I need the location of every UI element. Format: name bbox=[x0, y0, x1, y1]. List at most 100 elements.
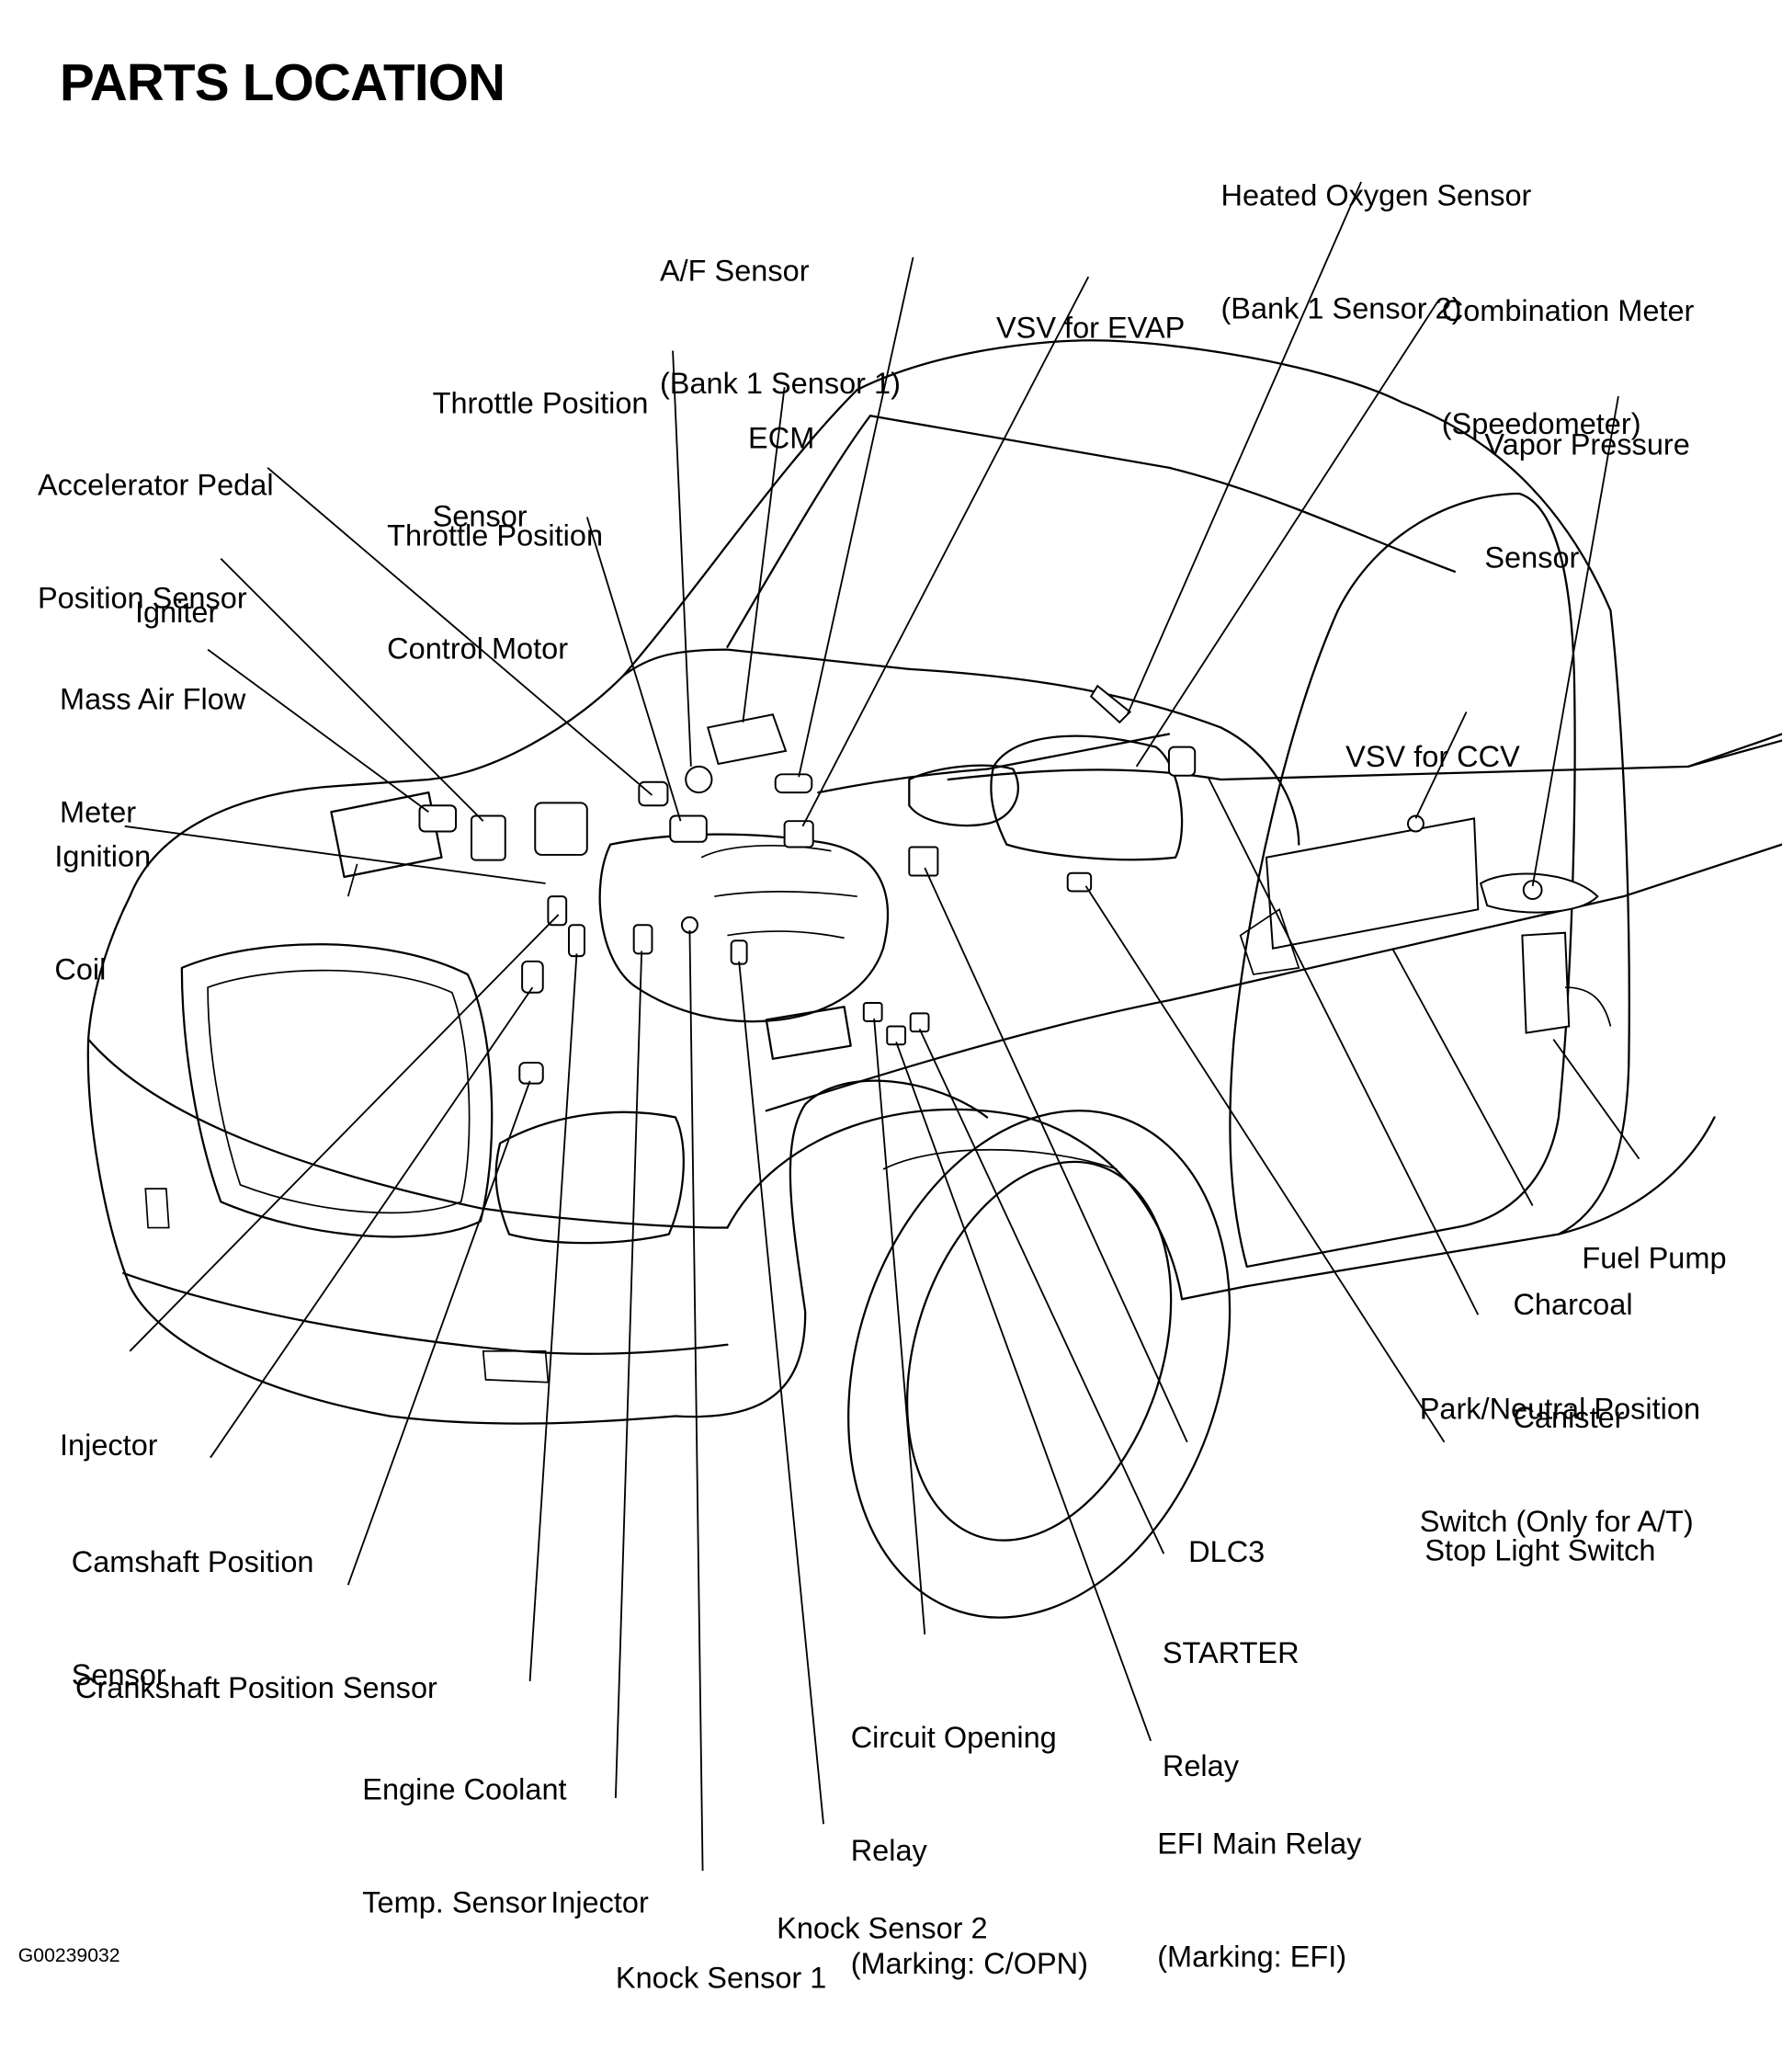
label-accelerator-pedal-position-sensor[interactable]: Accelerator Pedal Position Sensor bbox=[38, 391, 274, 692]
label-circuit-opening-relay[interactable]: Circuit Opening Relay (Marking: C/OPN) bbox=[851, 1644, 1088, 2058]
circuit-opening-relay-glyph bbox=[862, 1002, 883, 1022]
truck-body-outline bbox=[86, 339, 1782, 1619]
intake-manifold bbox=[700, 844, 857, 939]
fuel-pump-hose bbox=[1564, 986, 1612, 1027]
fog-lamp-right bbox=[482, 1349, 550, 1383]
label-line: Throttle Position bbox=[387, 518, 604, 552]
label-line: Knock Sensor 2 bbox=[777, 1910, 988, 1945]
injector-glyph-1 bbox=[547, 895, 568, 927]
leader-circuit-opening-relay bbox=[873, 1018, 926, 1634]
grille-outer bbox=[180, 943, 494, 1238]
label-ecm[interactable]: ECM bbox=[748, 345, 814, 533]
transmission bbox=[908, 764, 1019, 827]
leader-starter-relay bbox=[918, 1028, 1165, 1554]
leader-injector-bottom bbox=[614, 951, 643, 1798]
label-line: Throttle Position bbox=[432, 385, 649, 420]
label-line: (Marking: EFI) bbox=[1157, 1940, 1347, 1974]
label-mass-air-flow-meter[interactable]: Mass Air Flow Meter bbox=[60, 606, 245, 907]
cab-roof bbox=[622, 339, 1612, 677]
engine-block bbox=[598, 833, 890, 1023]
label-line: Canister bbox=[1513, 1400, 1625, 1435]
label-line: Meter bbox=[60, 794, 137, 829]
label-line: A/F Sensor bbox=[659, 253, 810, 288]
label-line: Mass Air Flow bbox=[60, 681, 246, 716]
label-injector-left[interactable]: Injector bbox=[60, 1351, 158, 1540]
leader-engine-coolant-temp-sensor bbox=[528, 953, 578, 1681]
label-engine-coolant-temp-sensor[interactable]: Engine Coolant Temp. Sensor bbox=[362, 1695, 566, 1997]
exhaust-pipe bbox=[817, 733, 1171, 794]
label-line: Position Sensor bbox=[37, 580, 247, 615]
front-fascia bbox=[86, 895, 677, 1425]
hood-outline bbox=[129, 648, 911, 898]
front-fender bbox=[674, 1079, 989, 1418]
leader-stop-light-switch bbox=[1084, 885, 1446, 1443]
leader-accelerator-pedal-position-sensor bbox=[267, 467, 653, 796]
label-injector-bottom[interactable]: Injector bbox=[550, 1808, 649, 1997]
label-starter-relay[interactable]: STARTER Relay bbox=[1163, 1559, 1300, 1861]
label-stop-light-switch[interactable]: Stop Light Switch bbox=[1424, 1456, 1655, 1645]
injector-glyph-2 bbox=[632, 924, 653, 955]
diagram-title: PARTS LOCATION bbox=[60, 54, 505, 112]
label-ignition-coil[interactable]: Ignition Coil bbox=[54, 763, 151, 1064]
af-sensor-glyph bbox=[774, 773, 813, 794]
label-dlc3[interactable]: DLC3 bbox=[1188, 1458, 1265, 1646]
label-vsv-for-evap[interactable]: VSV for EVAP bbox=[996, 233, 1185, 422]
ignition-coil-pack-glyph bbox=[534, 802, 588, 856]
label-af-sensor[interactable]: A/F Sensor (Bank 1 Sensor 1) bbox=[660, 176, 901, 478]
label-combination-meter[interactable]: Combination Meter (Speedometer) bbox=[1442, 217, 1695, 518]
label-vsv-for-ccv[interactable]: VSV for CCV bbox=[1345, 663, 1520, 851]
leader-ignition-coil bbox=[124, 825, 546, 884]
leader-mass-air-flow-meter bbox=[207, 648, 429, 814]
label-line: Injector bbox=[550, 1884, 649, 1919]
label-efi-main-relay[interactable]: EFI Main Relay (Marking: EFI) bbox=[1157, 1750, 1361, 2052]
figure-id: G00239032 bbox=[17, 1944, 120, 1967]
label-heated-oxygen-sensor[interactable]: Heated Oxygen Sensor (Bank 1 Sensor 2) bbox=[1220, 101, 1531, 403]
label-fuel-pump[interactable]: Fuel Pump bbox=[1582, 1164, 1726, 1352]
label-knock-sensor-2[interactable]: Knock Sensor 2 bbox=[777, 1835, 987, 2023]
label-line: Heated Oxygen Sensor bbox=[1220, 177, 1532, 212]
leader-vsv-for-evap bbox=[801, 276, 1090, 827]
label-line: Camshaft Position bbox=[71, 1544, 314, 1579]
front-tire-outer bbox=[847, 1110, 1232, 1619]
leader-fuel-pump bbox=[1552, 1039, 1640, 1160]
frame-rail-upper bbox=[947, 739, 1782, 781]
label-line: Relay bbox=[1162, 1748, 1239, 1783]
front-tire-inner bbox=[905, 1160, 1173, 1542]
label-line: Stop Light Switch bbox=[1424, 1532, 1656, 1567]
label-park-neutral-position-switch[interactable]: Park/Neutral Position Switch (Only for A… bbox=[1420, 1315, 1700, 1616]
ecm-box bbox=[706, 713, 788, 766]
tire-tread bbox=[882, 1148, 1118, 1170]
label-line: VSV for EVAP bbox=[995, 310, 1186, 345]
label-throttle-position-control-motor[interactable]: Throttle Position Control Motor bbox=[387, 442, 603, 744]
label-line: ECM bbox=[748, 420, 815, 455]
throttle-motor-glyph bbox=[638, 780, 669, 807]
leader-injector-left bbox=[129, 914, 560, 1352]
leader-vsv-for-ccv bbox=[1414, 712, 1468, 819]
park-neutral-switch-glyph bbox=[1167, 746, 1197, 777]
leader-camshaft-position-sensor bbox=[210, 986, 534, 1459]
fog-lamp-left bbox=[144, 1188, 170, 1229]
vapor-pressure-sensor-glyph bbox=[1522, 880, 1543, 900]
dashboard bbox=[990, 734, 1184, 861]
stop-light-switch-glyph bbox=[1066, 871, 1093, 893]
label-throttle-position-sensor[interactable]: Throttle Position Sensor bbox=[433, 309, 649, 610]
heated-oxygen-sensor-glyph bbox=[1089, 684, 1132, 724]
knock-sensor-2-glyph bbox=[730, 939, 748, 965]
rocker-panel bbox=[1180, 1116, 1716, 1301]
label-crankshaft-position-sensor[interactable]: Crankshaft Position Sensor bbox=[75, 1594, 437, 1782]
frame-rail-lower bbox=[765, 843, 1782, 1112]
leader-dlc3 bbox=[924, 867, 1188, 1443]
leader-knock-sensor-1 bbox=[688, 929, 704, 1872]
battery-top bbox=[346, 863, 358, 897]
label-charcoal-canister[interactable]: Charcoal Canister bbox=[1513, 1211, 1632, 1512]
label-line: DLC3 bbox=[1188, 1534, 1266, 1568]
efi-main-relay-glyph bbox=[886, 1025, 907, 1046]
label-vapor-pressure-sensor[interactable]: Vapor Pressure Sensor bbox=[1484, 351, 1689, 653]
headlamp bbox=[494, 1110, 685, 1245]
label-igniter[interactable]: Igniter bbox=[135, 518, 218, 707]
label-line: Combination Meter bbox=[1441, 293, 1695, 328]
camshaft-sensor-glyph bbox=[521, 960, 544, 994]
label-knock-sensor-1[interactable]: Knock Sensor 1 bbox=[616, 1884, 826, 2072]
label-camshaft-position-sensor[interactable]: Camshaft Position Sensor bbox=[72, 1468, 314, 1770]
